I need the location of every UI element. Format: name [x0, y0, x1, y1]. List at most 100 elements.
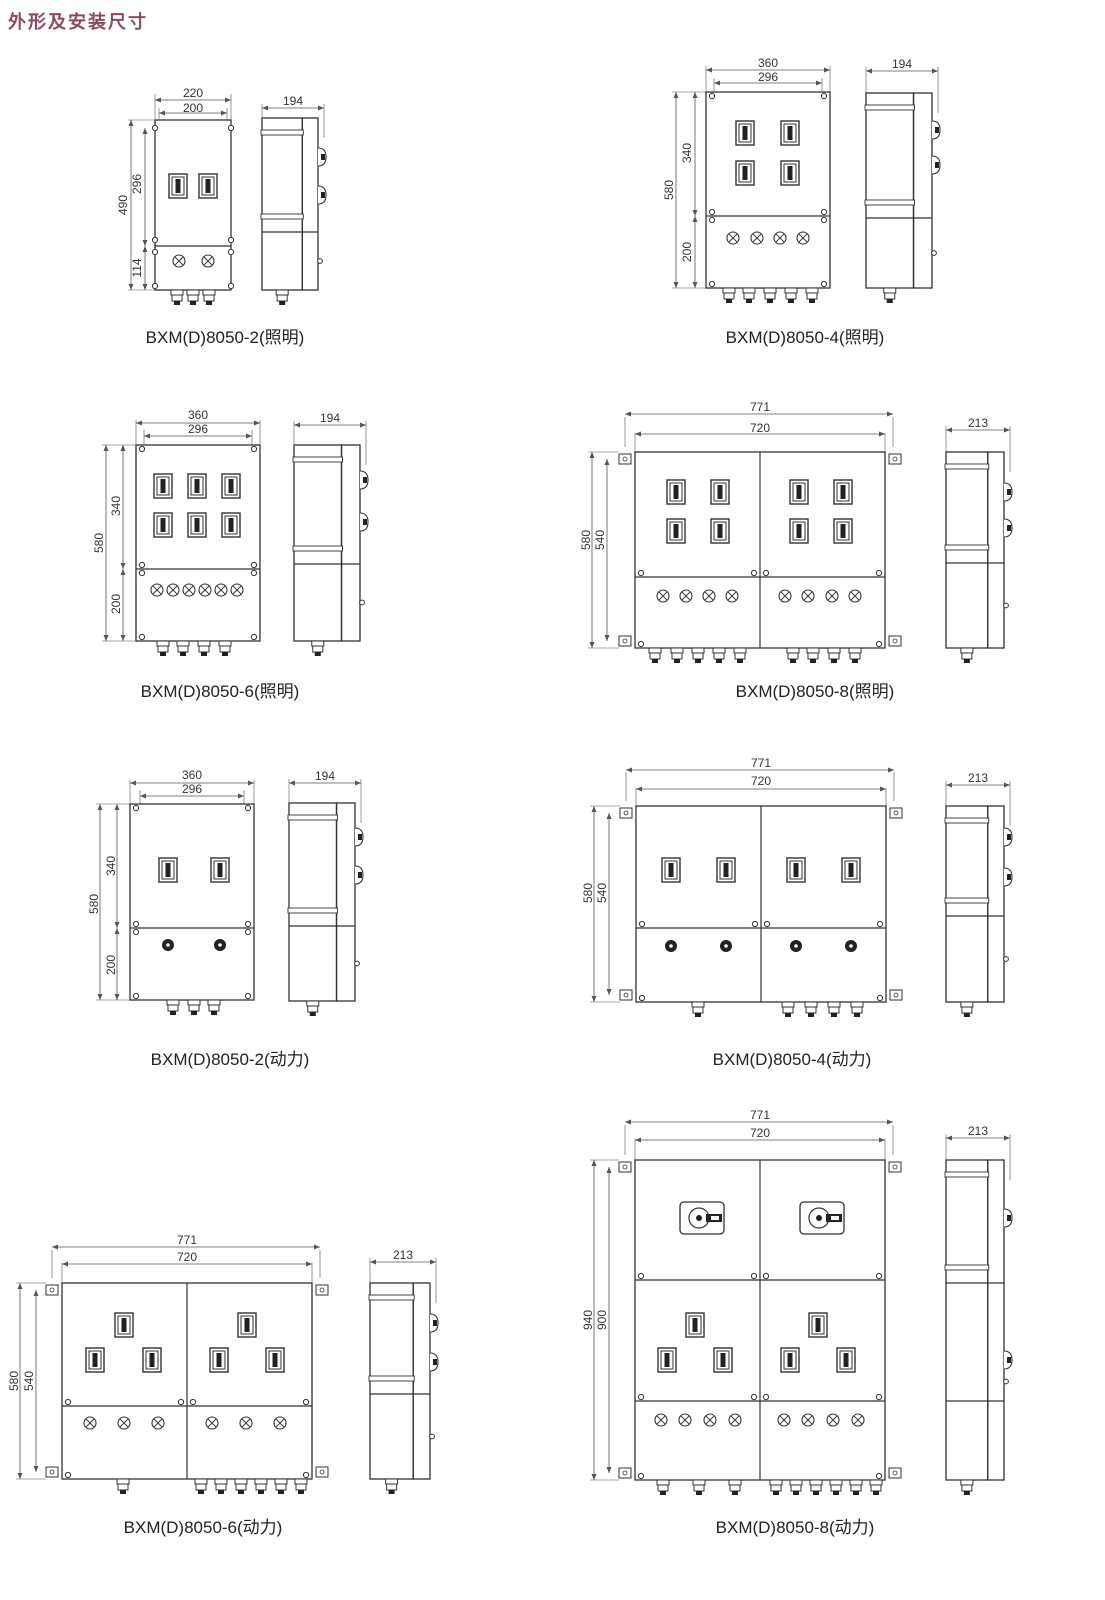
cable-gland	[166, 999, 180, 1015]
switch-inner	[664, 860, 678, 880]
model-caption: BXM(D)8050-8(照明)	[736, 682, 895, 701]
cable-gland	[960, 1479, 974, 1495]
screw	[189, 1398, 197, 1406]
gland-body	[276, 294, 288, 302]
switch-inner	[669, 482, 683, 502]
switch-breaker	[237, 1312, 257, 1338]
screw	[64, 1471, 72, 1479]
gland-nut	[294, 1478, 308, 1485]
mounting-ear	[888, 1467, 902, 1479]
ear-plate	[889, 807, 903, 819]
screw	[227, 282, 235, 290]
arrow-head	[692, 210, 698, 216]
dimension-label: 580	[92, 533, 106, 553]
gland-end	[746, 299, 752, 303]
gland-body	[729, 1484, 741, 1492]
cable-gland	[849, 1479, 863, 1495]
gland-end	[258, 1490, 264, 1494]
arrow-head	[62, 1261, 68, 1267]
switch-breaker	[153, 473, 173, 499]
ear-hole	[319, 1287, 325, 1293]
gland-nut	[194, 1478, 208, 1485]
hinge-bar	[944, 1171, 990, 1178]
gland-body	[787, 652, 799, 660]
switch-handle	[92, 1353, 98, 1367]
screw	[132, 992, 140, 1000]
screw	[244, 804, 252, 812]
ear-hole	[622, 1470, 628, 1476]
gland-end	[201, 652, 207, 656]
dimension-line-h	[52, 1244, 320, 1250]
screw	[132, 920, 140, 928]
push-button	[720, 940, 732, 952]
push-button	[214, 939, 226, 951]
lamp-cross	[704, 591, 714, 601]
gland-body	[830, 1484, 842, 1492]
cable-gland	[869, 1479, 883, 1495]
switch-handle	[796, 485, 802, 499]
switch-breaker	[735, 120, 755, 146]
arrow-head	[1004, 427, 1010, 433]
lamp-cross	[681, 591, 691, 601]
hinge-bar	[944, 897, 990, 904]
switch-breaker	[158, 857, 178, 883]
ear-plate	[888, 1161, 902, 1173]
arrow-head	[33, 1466, 39, 1472]
arrow-head	[636, 786, 642, 792]
screw	[637, 1472, 645, 1480]
cable-gland	[960, 647, 974, 663]
switch-breaker	[114, 1312, 134, 1338]
arrow-head	[140, 793, 146, 799]
ground-stud	[429, 1433, 435, 1440]
cable-gland	[763, 287, 777, 303]
switch-handle	[717, 485, 723, 499]
cable-gland	[827, 647, 841, 663]
gland-end	[726, 299, 732, 303]
gland-nut	[234, 1478, 248, 1485]
switch-breaker	[661, 857, 681, 883]
screw	[637, 1393, 645, 1401]
screw	[708, 216, 716, 224]
model-caption: BXM(D)8050-6(动力)	[124, 1518, 283, 1537]
handle-catch	[1007, 1215, 1011, 1221]
cable-gland	[234, 1478, 248, 1494]
switch-handle	[742, 126, 748, 140]
dimension-label: 940	[581, 1310, 595, 1330]
switch-inner	[201, 176, 215, 196]
front-enclosure	[154, 119, 232, 291]
dimension-line-h	[866, 68, 938, 74]
switch-breaker	[833, 479, 853, 505]
push-button	[845, 940, 857, 952]
screw	[750, 1272, 758, 1280]
push-button	[790, 940, 802, 952]
hinge-bar	[292, 456, 343, 463]
side-body	[293, 444, 343, 642]
handle-catch	[1007, 489, 1011, 495]
dimension-line-v	[128, 120, 134, 290]
cable-gland	[804, 1001, 818, 1017]
cable-gland	[742, 287, 756, 303]
gland-body	[743, 292, 755, 300]
handle-catch	[363, 519, 367, 525]
gland-body	[208, 1004, 220, 1012]
lamp-cross	[216, 585, 226, 595]
indicator-lamp	[654, 1413, 668, 1427]
switch-inner	[836, 521, 850, 541]
arrow-head	[17, 1473, 23, 1479]
gland-body	[692, 1006, 704, 1014]
gland-nut	[712, 647, 726, 654]
screw	[876, 920, 884, 928]
arrow-head	[262, 105, 268, 111]
gland-end	[198, 1490, 204, 1494]
dimension-line-v	[604, 459, 610, 641]
button-dot	[724, 944, 728, 948]
cable-gland	[781, 1001, 795, 1017]
button-dot	[218, 943, 222, 947]
mounting-ear	[888, 635, 902, 647]
model-caption: BXM(D)8050-4(照明)	[726, 328, 885, 347]
arrow-head	[673, 92, 679, 98]
cable-gland	[214, 1478, 228, 1494]
gland-end	[785, 1013, 791, 1017]
ear-hole	[319, 1469, 325, 1475]
